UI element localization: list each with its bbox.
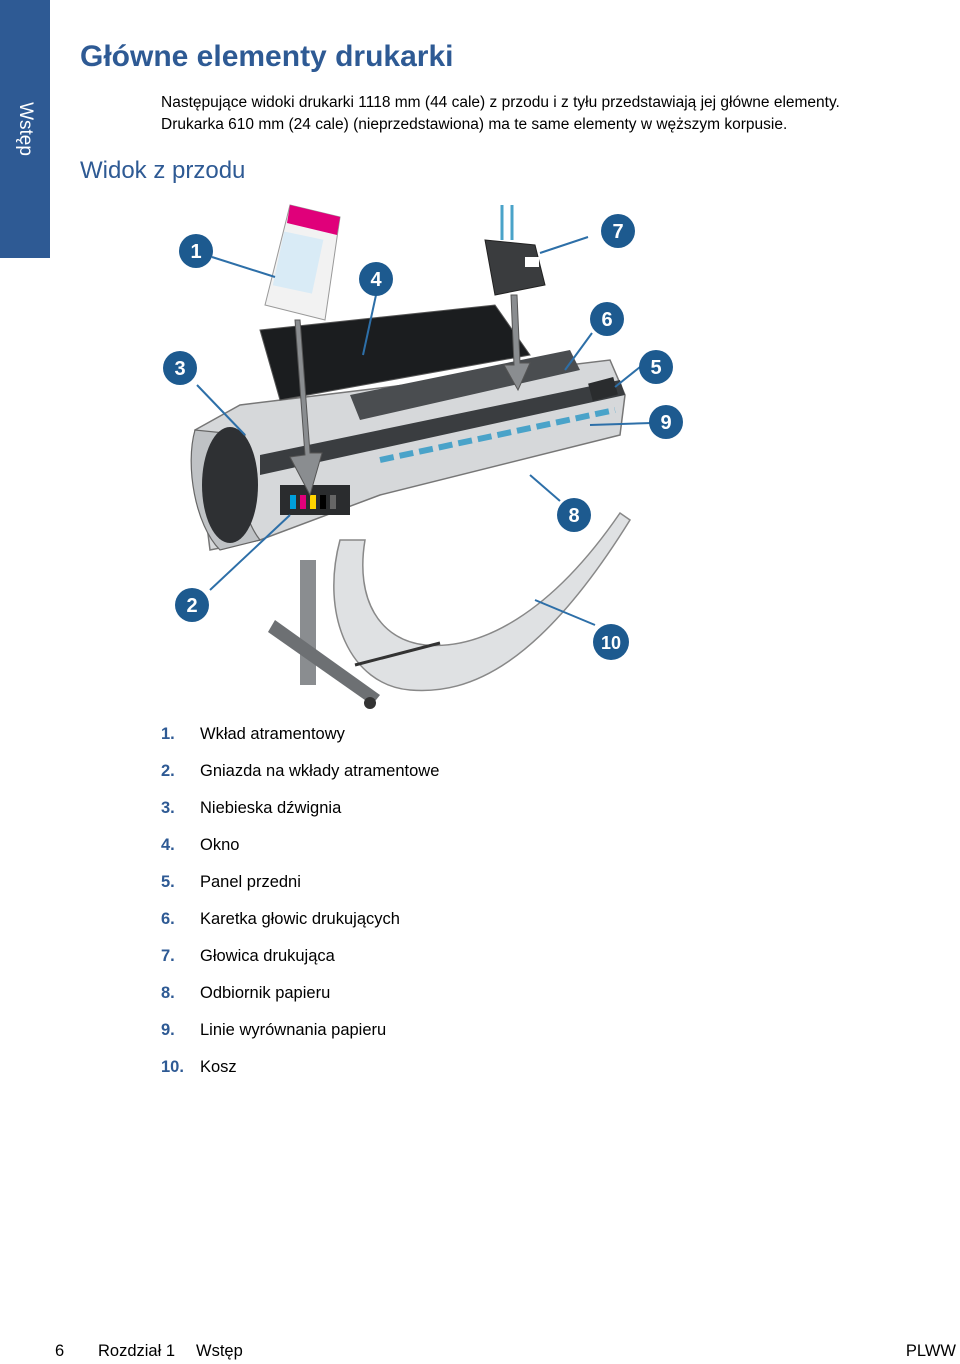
callout-10-text: 10 [601, 633, 621, 653]
callout-2: 2 [175, 588, 209, 622]
list-item-number: 8. [161, 984, 175, 1002]
page-footer: 6 Rozdział 1 Wstęp PLWW [0, 1340, 960, 1364]
list-item-number: 7. [161, 947, 175, 965]
callout-7-text: 7 [612, 221, 623, 243]
list-item-label: Wkład atramentowy [200, 725, 345, 743]
list-item: 6. Karetka głowic drukujących [161, 901, 439, 938]
callout-4-text: 4 [370, 269, 382, 291]
callout-5: 5 [639, 350, 673, 384]
list-item-label: Głowica drukująca [200, 947, 335, 965]
callout-9-text: 9 [660, 412, 671, 434]
callout-2-text: 2 [186, 595, 197, 617]
list-item-label: Odbiornik papieru [200, 984, 331, 1002]
callout-6-text: 6 [601, 309, 612, 331]
callout-8-text: 8 [568, 505, 579, 527]
page-title: Główne elementy drukarki [80, 40, 454, 73]
list-item: 10. Kosz [161, 1049, 439, 1086]
chapter-side-tab: Wstęp [0, 0, 50, 258]
list-item-label: Panel przedni [200, 873, 301, 891]
callout-5-text: 5 [650, 357, 661, 379]
callout-10: 10 [593, 624, 629, 660]
callout-1-text: 1 [190, 241, 201, 263]
list-item: 3. Niebieska dźwignia [161, 790, 439, 827]
list-item: 2. Gniazda na wkłady atramentowe [161, 753, 439, 790]
page-number: 6 [55, 1342, 65, 1360]
list-item-number: 4. [161, 836, 175, 854]
list-item: 4. Okno [161, 827, 439, 864]
list-item: 8. Odbiornik papieru [161, 975, 439, 1012]
list-item-number: 5. [161, 873, 175, 891]
callout-4: 4 [359, 262, 393, 296]
bin-illustration [333, 511, 632, 692]
callout-3-text: 3 [174, 358, 185, 380]
document-code: PLWW [905, 1342, 956, 1360]
chapter-label: Rozdział 1 [98, 1342, 176, 1360]
intro-line-1: Następujące widoki drukarki 1118 mm (44 … [161, 94, 840, 111]
side-tab-label: Wstęp [15, 102, 37, 156]
list-item-label: Linie wyrównania papieru [200, 1021, 387, 1039]
callout-9: 9 [649, 405, 683, 439]
leader-lines [196, 236, 653, 626]
callout-6: 6 [590, 302, 624, 336]
list-item-number: 1. [161, 725, 175, 743]
printhead-illustration [484, 205, 546, 296]
stand-illustration [268, 560, 441, 709]
list-item-label: Okno [200, 836, 240, 854]
intro-line-2: Drukarka 610 mm (24 cale) (nieprzedstawi… [161, 116, 788, 133]
list-item-number: 10. [161, 1058, 184, 1076]
list-item-number: 2. [161, 762, 175, 780]
list-item-number: 3. [161, 799, 175, 817]
callout-7: 7 [601, 214, 635, 248]
ink-cartridge-illustration [264, 204, 341, 321]
parts-legend: 1. Wkład atramentowy 2. Gniazda na wkłady … [161, 716, 439, 1086]
list-item-label: Gniazda na wkłady atramentowe [200, 762, 440, 780]
list-item-label: Niebieska dźwignia [200, 799, 342, 817]
callout-8: 8 [557, 498, 591, 532]
callout-3: 3 [163, 351, 197, 385]
window-illustration [259, 304, 531, 401]
callout-1: 1 [179, 234, 213, 268]
list-item: 1. Wkład atramentowy [161, 716, 439, 753]
list-item-label: Karetka głowic drukujących [200, 910, 400, 928]
list-item-number: 6. [161, 910, 175, 928]
insert-arrows [289, 294, 531, 497]
list-item: 9. Linie wyrównania papieru [161, 1012, 439, 1049]
printer-front-view-illustration: 1 2 3 4 5 6 7 8 9 10 [163, 204, 683, 709]
section-title: Widok z przodu [80, 157, 246, 184]
list-item-number: 9. [161, 1021, 175, 1039]
intro-text: Następujące widoki drukarki 1118 mm (44 … [161, 92, 951, 136]
chapter-name: Wstęp [196, 1342, 243, 1360]
list-item-label: Kosz [200, 1058, 237, 1076]
list-item: 7. Głowica drukująca [161, 938, 439, 975]
front-panel-illustration [588, 376, 618, 402]
ink-slots-illustration [290, 495, 336, 509]
list-item: 5. Panel przedni [161, 864, 439, 901]
